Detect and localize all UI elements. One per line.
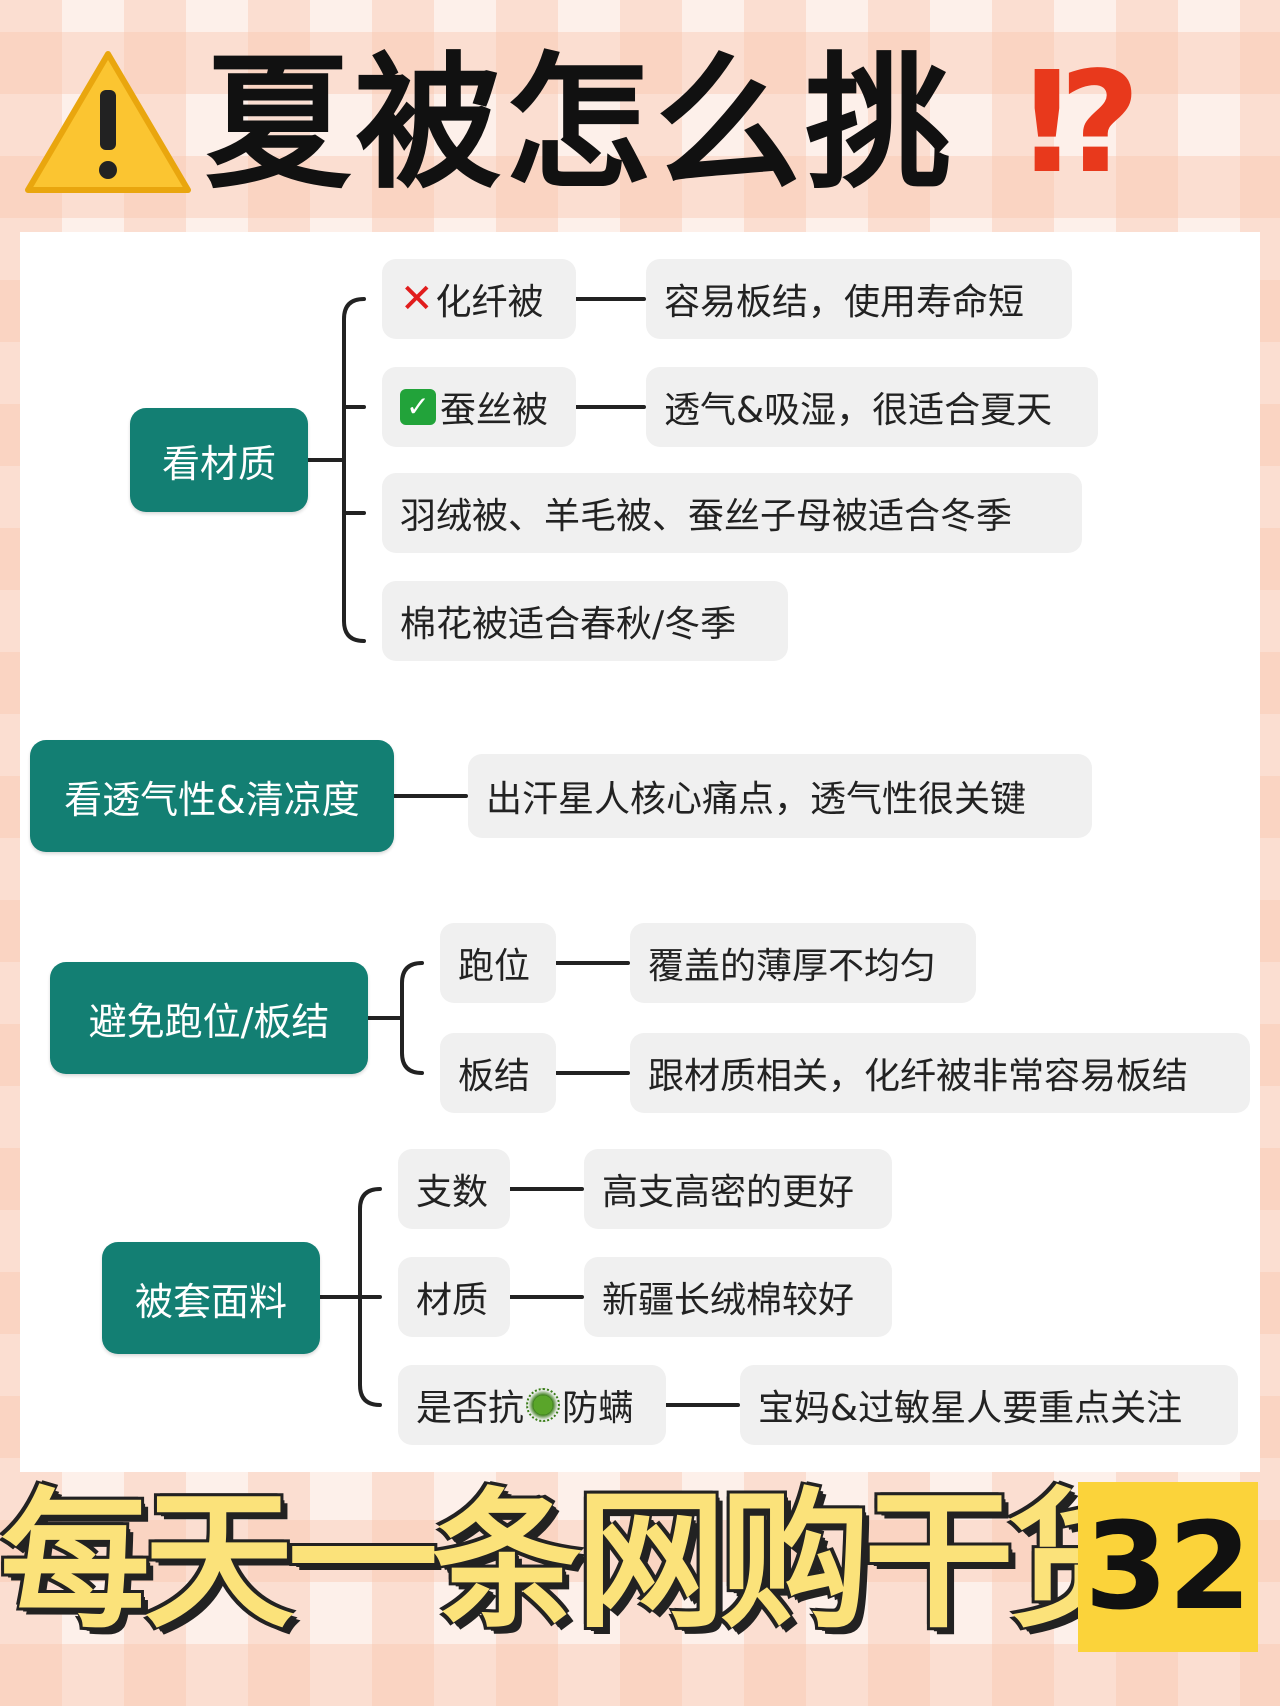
note-anti-mite: 宝妈&过敏星人要重点关注: [740, 1365, 1238, 1445]
banner-slogan: 每天一条网购干货: [0, 1475, 1158, 1649]
topic-cover-fabric: 被套面料: [102, 1242, 320, 1354]
node-clumping: 板结: [440, 1033, 556, 1113]
warning-icon: [25, 51, 191, 193]
node-label: 棉花被适合春秋/冬季: [400, 604, 737, 645]
node-anti-mite: 是否抗 防螨: [398, 1365, 666, 1445]
node-fabric-material: 材质: [398, 1257, 510, 1337]
cross-mark-icon: ✕: [400, 276, 434, 322]
title-bar: 夏被怎么挑 ⁉: [0, 18, 1280, 204]
node-label: 蚕丝被: [440, 390, 549, 431]
connector-lines: [306, 297, 740, 1407]
node-shifting: 跑位: [440, 923, 556, 1003]
issue-number-badge: 32: [1078, 1482, 1258, 1652]
node-label: 支数: [416, 1172, 489, 1213]
node-label: 防螨: [562, 1388, 635, 1429]
page-title: 夏被怎么挑: [205, 39, 955, 209]
topic-breathability: 看透气性&清凉度: [30, 740, 394, 852]
note-silk-quilt: 透气&吸湿，很适合夏天: [646, 367, 1098, 447]
note-synthetic-quilt: 容易板结，使用寿命短: [646, 259, 1072, 339]
note-label: 覆盖的薄厚不均匀: [648, 946, 937, 987]
note-label: 高支高密的更好: [602, 1172, 855, 1213]
node-label: 材质: [416, 1280, 489, 1321]
issue-number: 32: [1084, 1497, 1252, 1637]
topic-label: 看透气性&清凉度: [64, 777, 360, 822]
node-label: 板结: [458, 1056, 531, 1097]
node-thread-count: 支数: [398, 1149, 510, 1229]
node-sweat-pain-point: 出汗星人核心痛点，透气性很关键: [468, 754, 1092, 838]
node-silk-quilt: ✓ 蚕丝被: [382, 367, 576, 447]
topic-label: 避免跑位/板结: [88, 999, 330, 1044]
node-label: 跑位: [458, 946, 531, 987]
topic-label: 被套面料: [134, 1279, 287, 1324]
topic-label: 看材质: [161, 441, 276, 486]
node-label: 出汗星人核心痛点，透气性很关键: [486, 779, 1027, 820]
node-label: 是否抗: [416, 1388, 525, 1429]
note-shifting: 覆盖的薄厚不均匀: [630, 923, 976, 1003]
topic-material: 看材质: [130, 408, 308, 512]
note-label: 宝妈&过敏星人要重点关注: [758, 1388, 1183, 1429]
bottom-banner: 每天一条网购干货 32: [0, 1462, 1280, 1662]
node-winter-quilts: 羽绒被、羊毛被、蚕丝子母被适合冬季: [382, 473, 1082, 553]
node-label: 化纤被: [435, 282, 544, 323]
note-label: 跟材质相关，化纤被非常容易板结: [648, 1056, 1189, 1097]
topic-shifting-clumping: 避免跑位/板结: [50, 962, 368, 1074]
note-label: 新疆长绒棉较好: [602, 1280, 855, 1321]
note-fabric-material: 新疆长绒棉较好: [584, 1257, 892, 1337]
check-mark-icon: ✓: [400, 389, 436, 425]
interrobang-icon: ⁉: [1025, 42, 1142, 205]
node-synthetic-quilt: ✕ 化纤被: [382, 259, 576, 339]
note-thread-count: 高支高密的更好: [584, 1149, 892, 1229]
virus-icon: [526, 1388, 561, 1422]
note-label: 容易板结，使用寿命短: [664, 282, 1025, 323]
node-cotton-quilt: 棉花被适合春秋/冬季: [382, 581, 788, 661]
node-label: 羽绒被、羊毛被、蚕丝子母被适合冬季: [400, 496, 1013, 537]
note-clumping: 跟材质相关，化纤被非常容易板结: [630, 1033, 1250, 1113]
mindmap-card: 看材质 ✕ 化纤被 容易板结，使用寿命短 ✓ 蚕丝被 透气&吸湿，很适合夏天 羽…: [20, 232, 1260, 1472]
note-label: 透气&吸湿，很适合夏天: [664, 390, 1053, 431]
